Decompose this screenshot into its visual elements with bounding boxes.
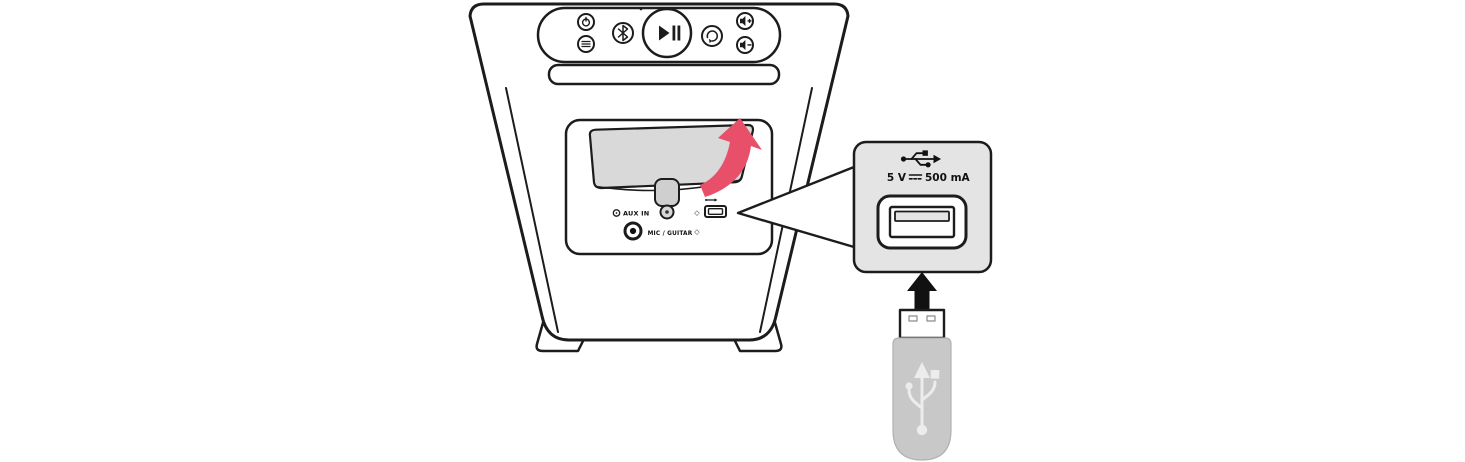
indicator-diamond-2: ◇ [694, 228, 700, 236]
aux-in-label: AUX IN [623, 210, 649, 218]
volume-down-button[interactable] [736, 36, 754, 54]
volume-up-icon [740, 15, 752, 26]
port-compartment: AUX IN ◇ [564, 118, 774, 256]
play-pause-knob[interactable] [641, 7, 693, 59]
rating-voltage: 5 V [887, 172, 907, 184]
dc-symbol-icon [908, 174, 923, 180]
callout: 5 V 500 mA [736, 140, 993, 274]
power-rating: 5 V 500 mA [887, 172, 971, 184]
usb-drive-trident-icon [905, 362, 940, 436]
control-button-1[interactable] [577, 13, 595, 31]
indicator-dot [639, 7, 643, 11]
open-direction-arrow [700, 118, 762, 197]
mic-guitar-label: MIC / GUITAR [648, 231, 693, 237]
eq-lines-icon [581, 40, 591, 48]
usb-drive-connector [898, 308, 946, 340]
control-button-2[interactable] [577, 35, 595, 53]
port-row: AUX IN ◇ [612, 198, 727, 241]
bluetooth-button[interactable] [612, 22, 634, 44]
aux-input-icon [612, 209, 621, 217]
power-icon [581, 16, 591, 27]
indicator-diamond-1: ◇ [694, 209, 700, 217]
handle-slot[interactable] [547, 63, 781, 86]
volume-up-button[interactable] [736, 12, 754, 30]
usb-port-small[interactable] [704, 198, 727, 218]
usb-trident-icon [900, 150, 941, 168]
control-panel [536, 6, 782, 64]
usb-flash-drive[interactable] [892, 308, 952, 461]
repeat-icon [706, 30, 718, 43]
speaker-top-view: AUX IN ◇ [468, 2, 850, 353]
rating-current: 500 mA [925, 172, 971, 184]
repeat-button[interactable] [701, 25, 723, 47]
bluetooth-icon [617, 24, 629, 42]
left-bevel-line [505, 87, 559, 333]
play-pause-icon [659, 25, 681, 41]
echo-knob[interactable] [659, 204, 675, 220]
flap-pull-tab[interactable] [654, 178, 680, 207]
volume-down-icon [740, 40, 752, 50]
usb-icon-mini [705, 198, 718, 202]
mic-guitar-jack[interactable] [623, 221, 643, 241]
insert-up-arrow [907, 272, 937, 309]
usb-port-graphic[interactable] [876, 194, 968, 250]
